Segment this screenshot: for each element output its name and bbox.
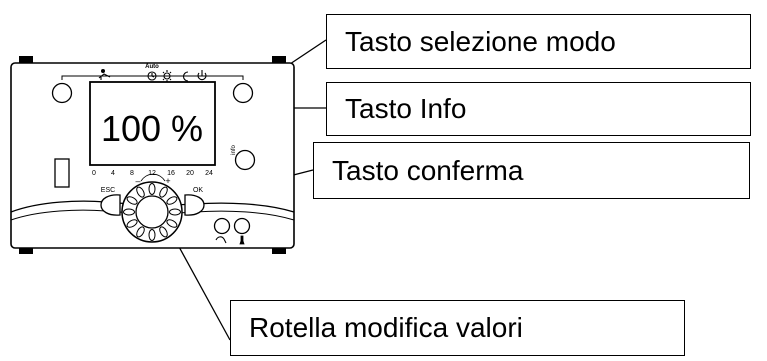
scale-tick-label: 12 [148, 170, 156, 177]
callout-wheel: Rotella modifica valori [230, 300, 685, 356]
wheel-grip [123, 208, 135, 216]
power-icon [197, 70, 207, 81]
wheel-minus-label: – [135, 176, 140, 186]
callout-info-key-text: Tasto Info [345, 93, 467, 124]
display-value: 100 % [101, 108, 203, 149]
mode-key-left-button[interactable] [51, 82, 73, 104]
hand-pointer-icon [215, 236, 227, 244]
scale-tick-label: 0 [92, 170, 96, 177]
mount-tab [272, 56, 286, 64]
scale-tick-label: 8 [130, 170, 134, 177]
wheel-grip [159, 226, 168, 238]
mount-tab [272, 247, 286, 254]
auto-label: Auto [145, 64, 159, 70]
ok-label: OK [193, 187, 203, 194]
wheel-center[interactable] [135, 195, 169, 229]
auto-clock-icon [147, 71, 157, 81]
card-slot [54, 158, 70, 188]
mount-tab [19, 247, 33, 254]
wheel-grip [169, 208, 181, 216]
wheel-grips [123, 183, 181, 241]
esc-label: ESC [101, 187, 115, 194]
wheel-grip [159, 186, 168, 198]
leader-wheel [171, 233, 231, 341]
mount-tab [19, 56, 33, 64]
moon-icon [182, 71, 189, 82]
callout-mode-key-text: Tasto selezione modo [345, 25, 616, 57]
scale-tick-label: 20 [186, 170, 194, 177]
value-wheel[interactable] [121, 181, 183, 243]
callout-confirm-key: Tasto conferma [313, 142, 750, 199]
display-screen [89, 81, 216, 166]
wheel-grip [148, 229, 156, 241]
info-button[interactable] [234, 149, 256, 171]
sun-icon [161, 70, 173, 82]
display-scale: 0 4 8 12 16 20 24 [92, 170, 213, 177]
wheel-grip [148, 183, 156, 195]
scale-tick-label: 4 [111, 170, 115, 177]
hand-mode-icon [98, 69, 111, 80]
callout-info-key: Tasto Info [326, 82, 751, 136]
info-label: info [231, 145, 237, 155]
wrench-icon [239, 235, 245, 245]
wheel-grip [166, 219, 178, 228]
callout-wheel-text: Rotella modifica valori [249, 312, 523, 343]
wheel-plus-label: + [165, 176, 170, 186]
scale-tick-label: 16 [167, 170, 175, 177]
wheel-grip [136, 226, 145, 238]
esc-button[interactable] [100, 194, 121, 216]
wheel-arc-indicator [140, 173, 166, 182]
confirm-ok-button[interactable] [184, 194, 205, 216]
wheel-grip [126, 219, 138, 228]
wheel-grip [136, 186, 145, 198]
wheel-grip [166, 196, 178, 205]
wheel-grip [126, 196, 138, 205]
scale-tick-label: 24 [205, 170, 213, 177]
mode-icons [98, 69, 207, 82]
chimney-sweep-button[interactable] [213, 217, 231, 235]
mode-select-button[interactable] [232, 82, 254, 104]
callout-confirm-key-text: Tasto conferma [332, 154, 524, 186]
callout-mode-key: Tasto selezione modo [326, 14, 751, 69]
service-button[interactable] [233, 217, 251, 235]
